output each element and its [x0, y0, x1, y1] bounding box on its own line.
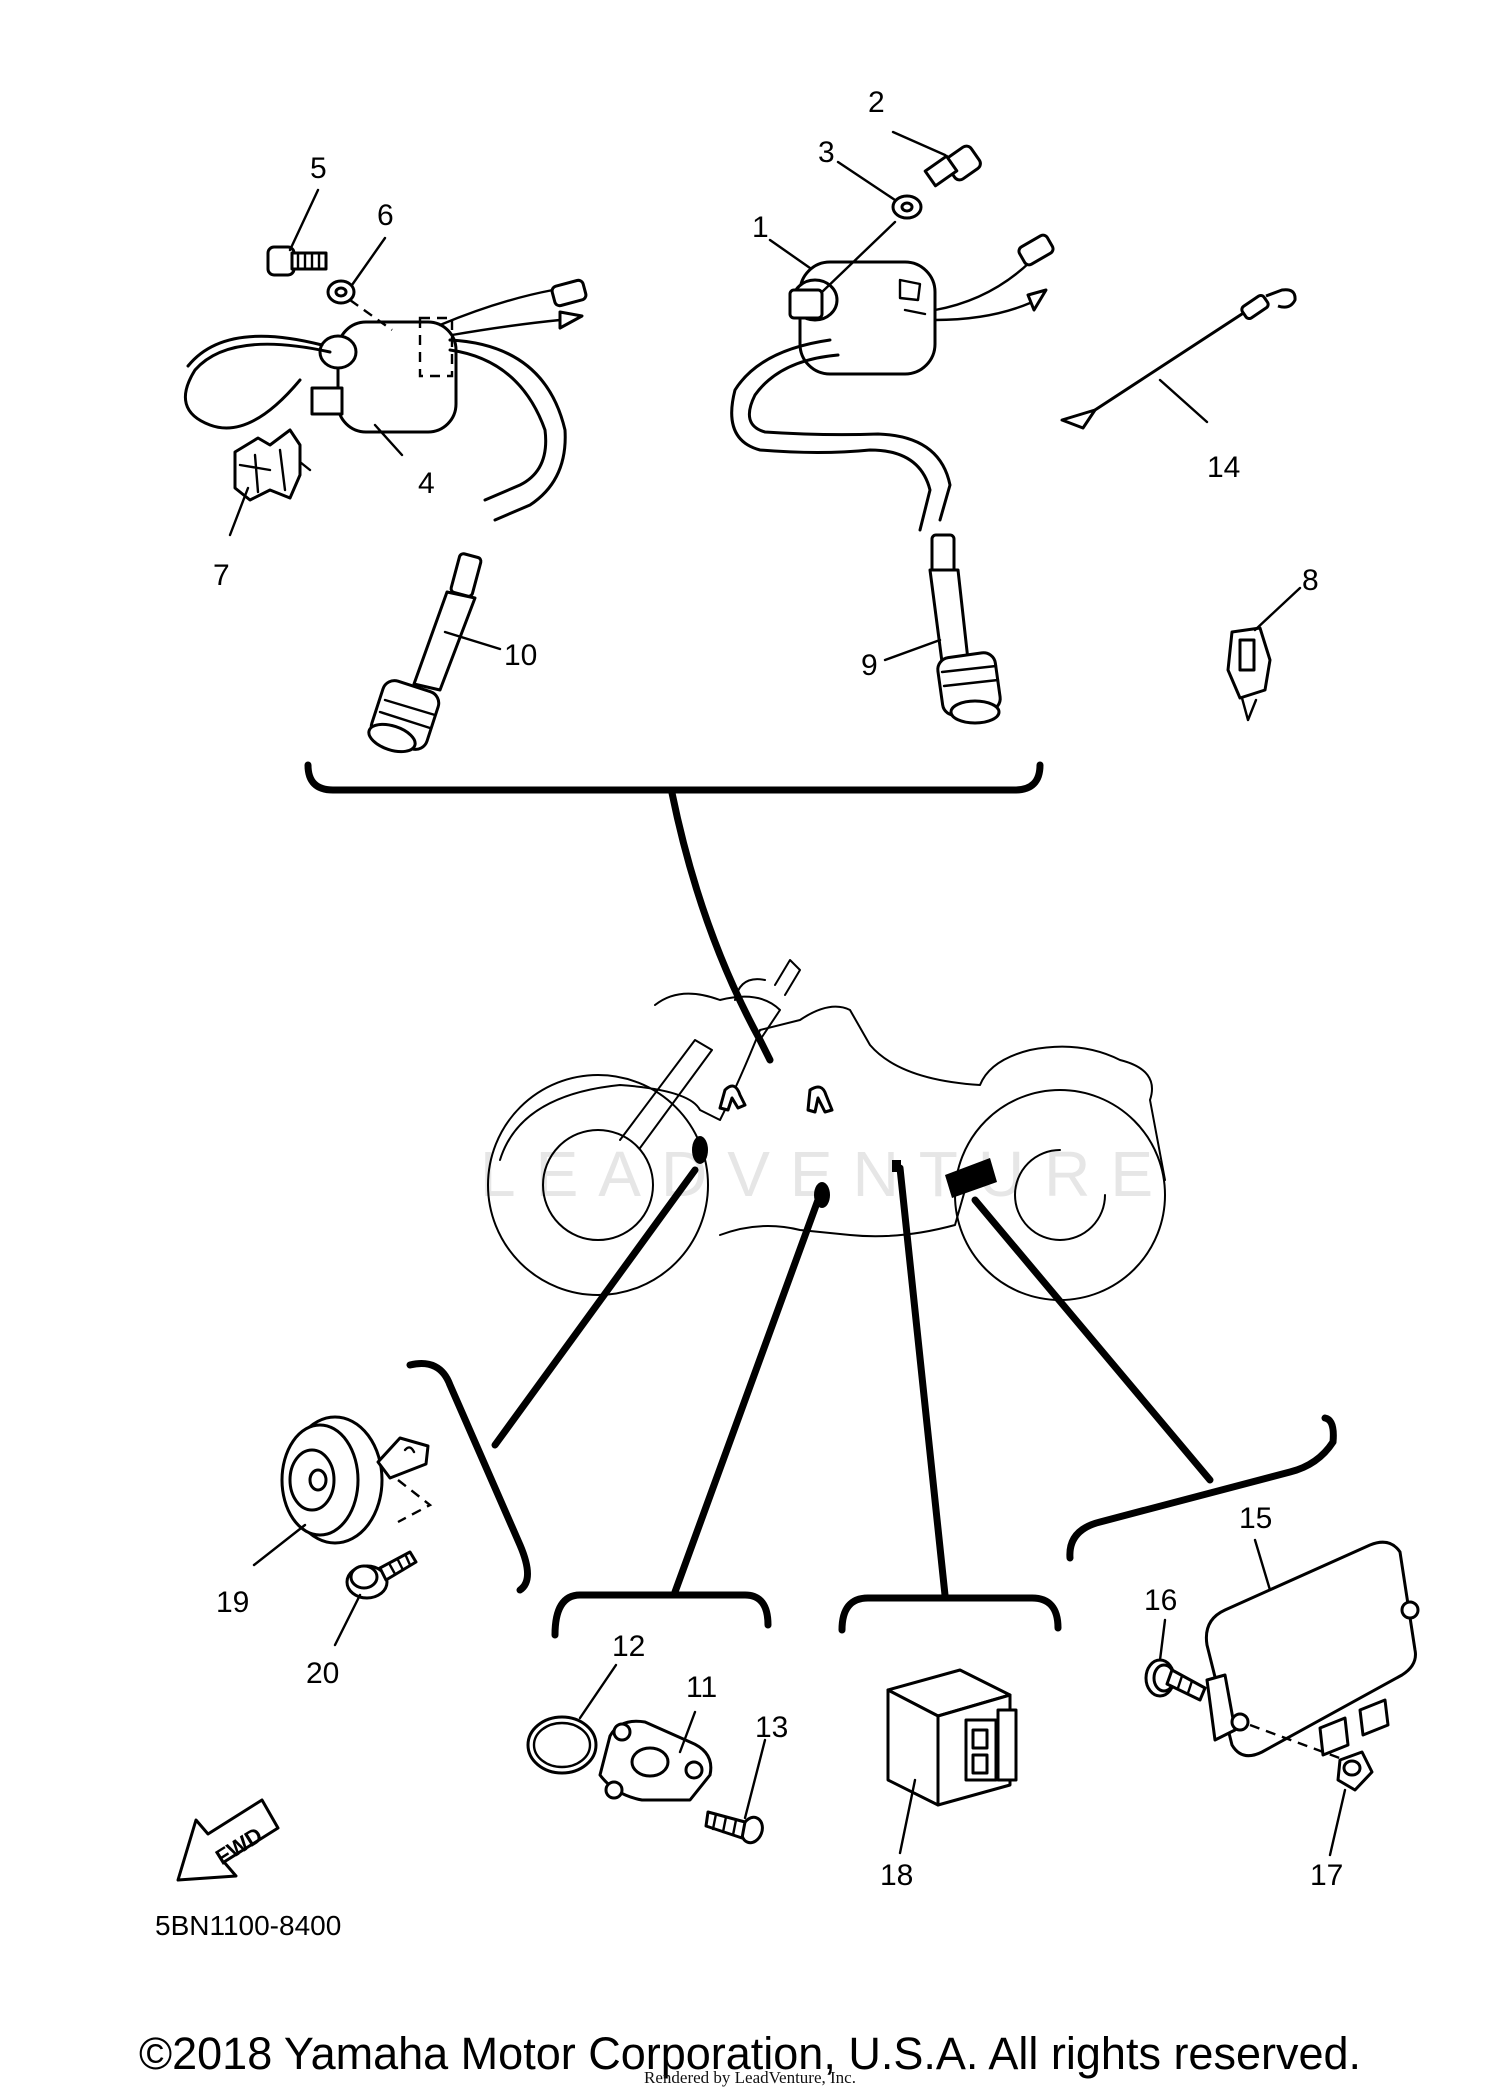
- callout-15: 15: [1239, 1502, 1272, 1535]
- rectifier-bracket: [1066, 1414, 1337, 1562]
- screw-5[interactable]: [266, 245, 328, 277]
- bolt-20[interactable]: [345, 1550, 418, 1600]
- rectifier-regulator-15[interactable]: [1204, 1540, 1420, 1762]
- washer-3[interactable]: [891, 194, 923, 220]
- plug-cap-9[interactable]: [928, 533, 1002, 725]
- callout-9: 9: [861, 649, 878, 682]
- top-group-bracket: [304, 761, 1044, 794]
- o-ring-12[interactable]: [526, 1715, 598, 1775]
- sensor-11[interactable]: [598, 1719, 713, 1802]
- callout-20: 20: [306, 1657, 339, 1690]
- clamp-8[interactable]: [1226, 626, 1272, 722]
- horn-19[interactable]: [280, 1415, 433, 1545]
- relay-18[interactable]: [886, 1668, 1018, 1807]
- bolt-16[interactable]: [1144, 1658, 1207, 1702]
- sensor-bracket: [551, 1591, 772, 1639]
- callout-17: 17: [1310, 1859, 1343, 1892]
- relay-bracket: [838, 1594, 1062, 1634]
- callout-7: 7: [213, 559, 230, 592]
- screw-2[interactable]: [923, 144, 983, 188]
- relay-group-leader: [896, 1164, 949, 1599]
- callout-16: 16: [1144, 1584, 1177, 1617]
- callout-11: 11: [686, 1671, 717, 1704]
- callout-12: 12: [612, 1630, 645, 1663]
- ignition-coil-1[interactable]: [730, 233, 1055, 532]
- sensor-group-leader: [671, 1196, 822, 1596]
- rendered-by-credit: Rendered by LeadVenture, Inc.: [644, 2068, 856, 2087]
- screw-13[interactable]: [704, 1810, 766, 1846]
- callout-6: 6: [377, 199, 394, 232]
- motorcycle-silhouette: [487, 959, 1166, 1301]
- callout-10: 10: [504, 639, 537, 672]
- horn-bracket: [406, 1360, 531, 1594]
- callout-3: 3: [818, 136, 835, 169]
- plug-cap-10[interactable]: [365, 552, 483, 757]
- fwd-arrow: FWD: [176, 1798, 280, 1882]
- coil-4-fastener-line: [349, 299, 393, 331]
- rectifier-group-leader: [971, 1196, 1214, 1484]
- callout-13: 13: [755, 1711, 788, 1744]
- washer-6[interactable]: [326, 279, 356, 305]
- callout-leaders: [228, 130, 1347, 1857]
- callout-4: 4: [418, 467, 435, 500]
- top-group-leader: [668, 789, 774, 1064]
- callout-19: 19: [216, 1586, 249, 1619]
- callout-18: 18: [880, 1859, 913, 1892]
- callout-5: 5: [310, 152, 327, 185]
- callout-2: 2: [868, 86, 885, 119]
- horn-group-leader: [491, 1166, 699, 1449]
- nut-17[interactable]: [1336, 1750, 1374, 1792]
- callout-8: 8: [1302, 564, 1319, 597]
- ignition-coil-4[interactable]: [184, 278, 588, 522]
- diagram-code: 5BN1100-8400: [155, 1910, 342, 1941]
- coil-1-fastener-line: [820, 220, 897, 294]
- lead-wire-14[interactable]: [1060, 288, 1297, 430]
- copyright-notice: ©2018 Yamaha Motor Corporation, U.S.A. A…: [138, 2028, 1362, 2079]
- callout-1: 1: [752, 211, 769, 244]
- callout-14: 14: [1207, 451, 1240, 484]
